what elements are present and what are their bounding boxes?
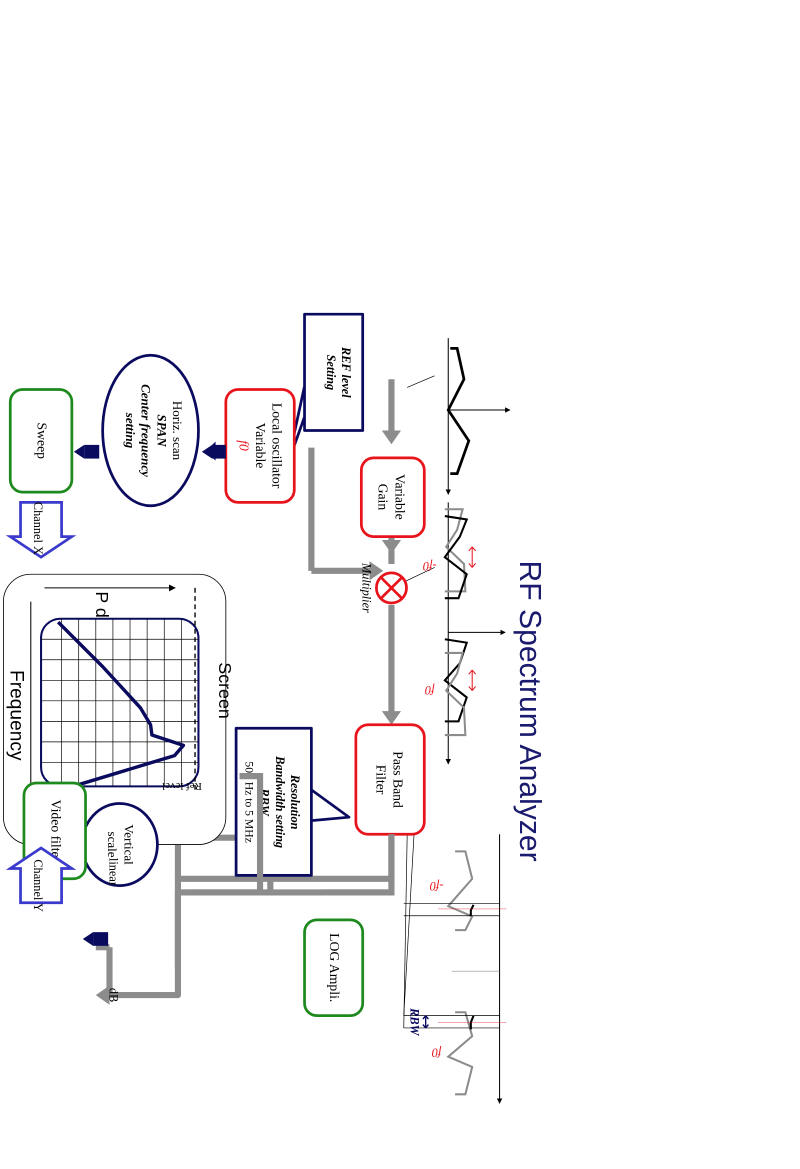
variable-gain-block: [359, 456, 426, 538]
local-oscillator-f0: f0: [237, 440, 252, 451]
channel-y-arrow: [5, 846, 77, 905]
screen-grid: [41, 618, 199, 787]
ref-level-text-2: Setting: [324, 355, 338, 391]
local-oscillator-label-1: Local oscillator: [269, 403, 284, 489]
pos-f0-label: f0: [425, 683, 435, 697]
x-axis-label: Frequency: [5, 670, 26, 761]
spectrum-trace: [56, 620, 186, 792]
pass-band-filter-block: [354, 723, 426, 836]
local-oscillator-label-2: Variable: [253, 423, 268, 469]
channel-x-arrow: [5, 501, 77, 559]
horiz-scan-label-2: SPAN: [154, 414, 169, 447]
rbw-text-4: 500 Hz to 5 MHz: [243, 761, 256, 842]
multiplier-symbol: [375, 571, 408, 605]
pass-band-label-2: Filter: [373, 765, 388, 795]
ref-level-text-1: REF level: [339, 346, 353, 398]
signal-arrowheads: [89, 430, 402, 1005]
channel-y-label: Channel Y: [31, 859, 45, 912]
horiz-scan-label-3: Center frequency: [139, 384, 154, 477]
rbw-callout: [234, 726, 351, 877]
variable-gain-label-2: Gain: [375, 484, 390, 511]
rbw-label: RBW: [408, 1007, 422, 1036]
log-ampli-label: LOG Ampli.: [327, 933, 342, 1002]
navy-arrows: [73, 441, 230, 946]
screen-title: Screen: [215, 662, 235, 718]
rbw-text-2: Bandwidth setting: [273, 755, 287, 848]
video-path: [174, 773, 395, 968]
video-filter-label: Video filter: [48, 800, 63, 863]
horiz-scan-label-1: Horiz. scan: [170, 401, 185, 461]
neg-f0-label: -f0: [423, 559, 437, 573]
screen-plot-area: [40, 617, 200, 788]
pass-band-label-1: Pass Band: [390, 751, 405, 808]
neg-f0-b-label: -f0: [430, 879, 444, 893]
db-label: dB: [106, 988, 120, 1002]
horiz-scan-label-4: setting: [123, 412, 138, 449]
sweep-block: [8, 388, 74, 494]
rbw-text-1: Resolution: [288, 774, 302, 830]
ref-level-label: Ref level: [162, 780, 202, 792]
horiz-scan-ellipse: [101, 353, 200, 508]
multiplier-label: Multiplier: [360, 562, 374, 613]
pos-f0-b-label: f0: [432, 1045, 442, 1059]
mixed-spectrum-plot: [405, 502, 506, 765]
vertical-scale-label-1: Vertical: [122, 824, 137, 865]
input-spectrum-plot: [407, 338, 511, 495]
log-ampli-block: [303, 918, 365, 1018]
linear-label: linear: [106, 858, 120, 886]
variable-gain-label-1: Variable: [393, 474, 408, 520]
ref-level-callout: [286, 312, 365, 467]
vertical-scale-label-2: scale: [105, 832, 120, 858]
filtered-spectrum-plot: [403, 834, 507, 1104]
diagram-title: RF Spectrum Analyzer: [513, 561, 546, 862]
sweep-label: Sweep: [35, 423, 50, 460]
channel-x-label: Channel X: [31, 502, 45, 555]
